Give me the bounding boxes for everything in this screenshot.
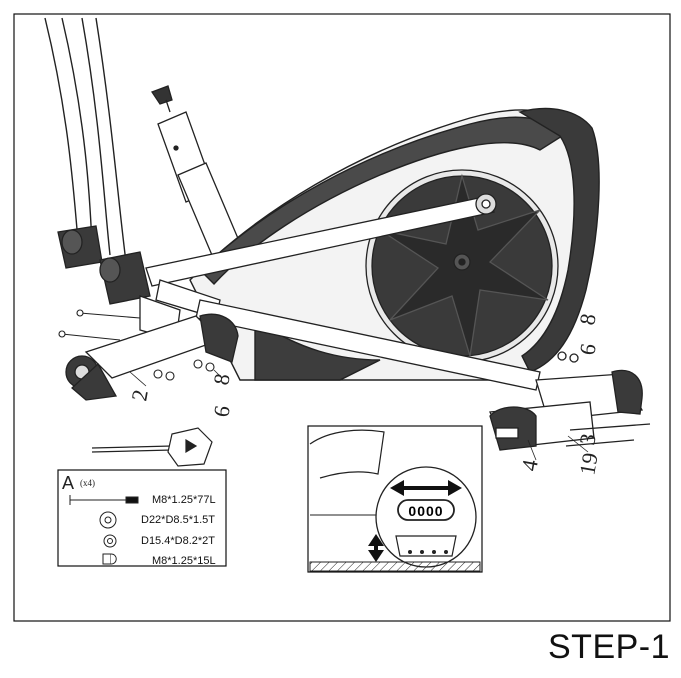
spring-washer-icon bbox=[103, 534, 117, 548]
callout-4: 4 bbox=[516, 458, 543, 473]
callout-3: 3 bbox=[574, 432, 601, 447]
frame-tube bbox=[145, 193, 497, 287]
parts-box: A (x4) M8*1.25*77L D22*D8.5*1.5T D15.4*D… bbox=[57, 469, 227, 567]
adjust-vertical-arrow-icon bbox=[368, 534, 384, 562]
rear-supports bbox=[57, 225, 221, 341]
bolt-long-icon bbox=[69, 495, 139, 505]
spec-spring-washer: D15.4*D8.2*2T bbox=[141, 535, 215, 547]
callout-19: 19 bbox=[574, 451, 602, 477]
base-rail bbox=[195, 299, 541, 391]
parts-box-qty: (x4) bbox=[80, 478, 95, 488]
callout-6-right: 6 bbox=[574, 342, 601, 357]
flat-washer-icon bbox=[99, 511, 117, 529]
callout-8-right: 8 bbox=[574, 312, 601, 327]
spec-flat-washer: D22*D8.5*1.5T bbox=[141, 514, 215, 526]
bolts-left bbox=[58, 309, 215, 381]
cap-nut-icon bbox=[102, 553, 117, 565]
leader-lines bbox=[129, 369, 589, 461]
detail-wheel-label: 0000 bbox=[408, 503, 443, 519]
wrench-tool bbox=[91, 427, 213, 467]
drawing-frame bbox=[13, 13, 671, 622]
step-title: STEP-1 bbox=[548, 628, 671, 666]
callout-labels: 2 8 6 8 6 4 3 19 bbox=[126, 312, 602, 477]
flywheel bbox=[365, 169, 559, 363]
callout-6-left: 6 bbox=[208, 404, 235, 419]
detail-inset: 0000 bbox=[307, 425, 483, 573]
spec-cap-nut: M8*1.25*15L bbox=[152, 555, 216, 567]
parts-box-letter: A bbox=[62, 473, 74, 493]
callout-2-left: 2 bbox=[126, 388, 153, 403]
spec-bolt: M8*1.25*77L bbox=[152, 494, 216, 506]
callout-8-left: 8 bbox=[208, 372, 235, 387]
rear-stabilizer bbox=[65, 313, 239, 401]
floor-hatch bbox=[309, 561, 481, 572]
adjust-horizontal-arrow-icon bbox=[390, 480, 462, 496]
handlebar-arm bbox=[44, 17, 127, 263]
